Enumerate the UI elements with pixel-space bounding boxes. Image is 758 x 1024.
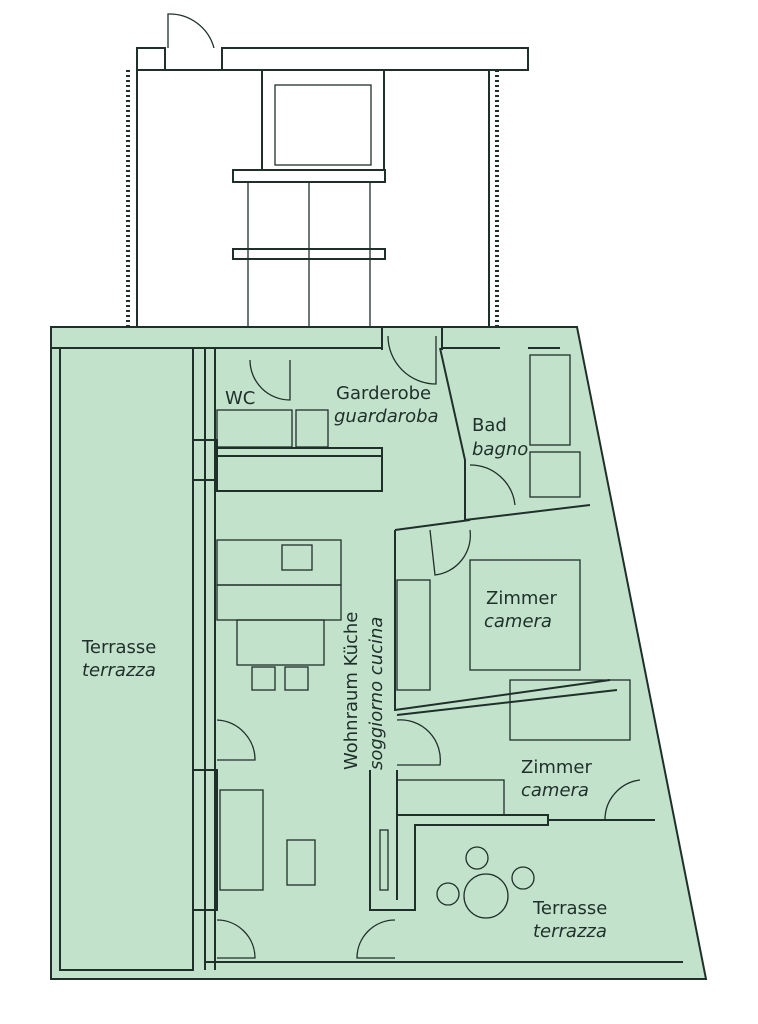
room-label-terrasse-south: Terrasse: [533, 898, 608, 919]
room-label-zimmer-2: Zimmer: [521, 757, 592, 778]
room-label-terrazza-south: terrazza: [533, 921, 607, 942]
room-label-garderobe: Garderobe: [336, 383, 432, 404]
room-label-camera-2: camera: [521, 780, 589, 801]
room-label-wohnraum: Wohnraum Küche: [341, 611, 362, 770]
room-label-guardaroba: guardaroba: [334, 406, 439, 427]
stairwell: [126, 13, 529, 328]
room-label-bad: Bad: [472, 415, 507, 436]
room-label-terrasse-west: Terrasse: [82, 637, 157, 658]
furniture: [216, 354, 631, 919]
room-label-zimmer-1: Zimmer: [486, 588, 557, 609]
room-label-wc: WC: [225, 388, 256, 409]
room-label-soggiorno: soggiorno cucina: [366, 616, 387, 770]
door-swings: [216, 335, 641, 959]
room-label-camera-1: camera: [484, 611, 552, 632]
door-swing-icon: [167, 13, 215, 49]
room-label-bagno: bagno: [472, 439, 529, 460]
room-label-terrazza-west: terrazza: [82, 660, 156, 681]
